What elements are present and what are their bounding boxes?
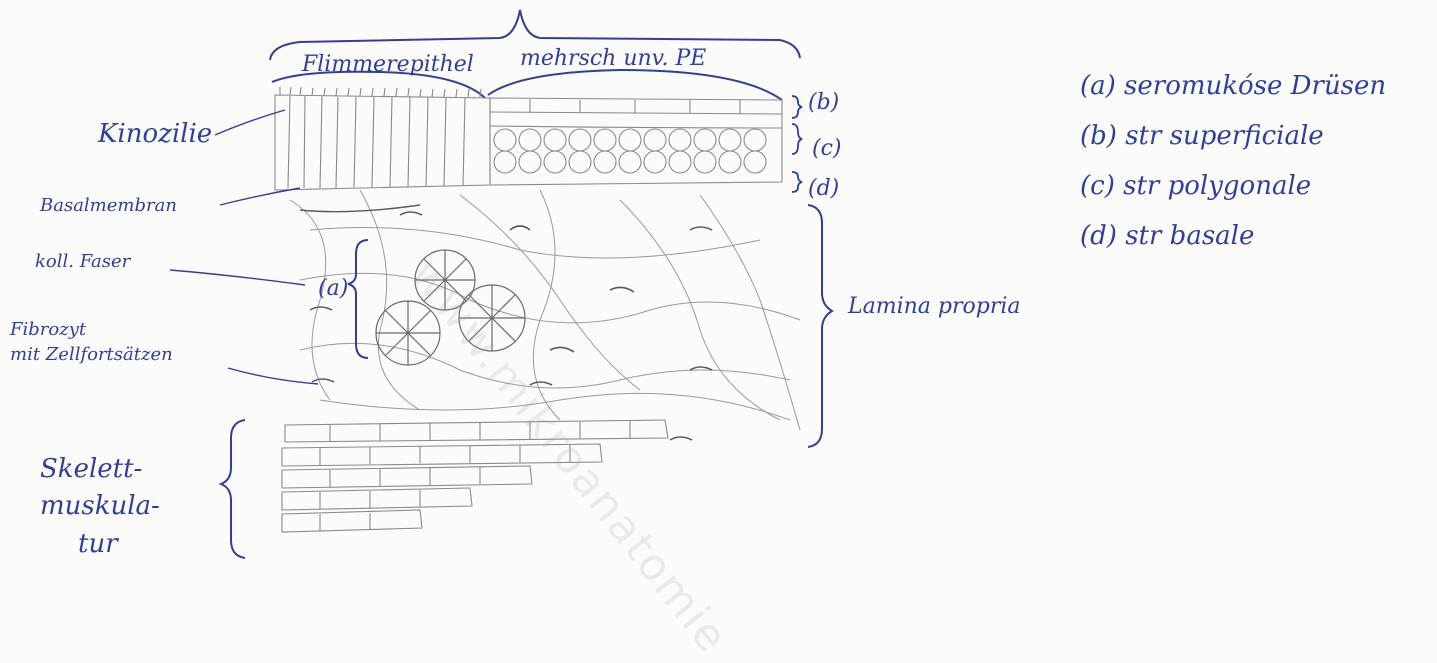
legend-item-d: (d) str basale	[1080, 222, 1254, 252]
label-koll-faser: koll. Faser	[35, 252, 130, 273]
legend-item-c: (c) str polygonale	[1080, 172, 1311, 202]
gland-brace	[348, 240, 368, 358]
marker-c: (c)	[812, 136, 842, 161]
muscle-brace	[221, 420, 245, 558]
legend-item-b: (b) str superficiale	[1080, 122, 1324, 152]
label-flimmerepithel: Flimmerepithel	[302, 52, 474, 77]
leader-lines	[170, 110, 318, 384]
marker-a: (a)	[318, 276, 348, 301]
label-skelett-line1: Skelett-	[40, 455, 142, 485]
marker-b: (b)	[808, 90, 839, 115]
label-basalmembran: Basalmembran	[40, 196, 177, 217]
ciliated-epithelium	[275, 87, 490, 190]
pe-underline	[488, 70, 782, 100]
label-fibrozyt-line2: mit Zellfortsätzen	[10, 345, 173, 366]
label-skelett-line3: tur	[78, 530, 118, 560]
brace-c	[792, 124, 802, 154]
label-kinozilie: Kinozilie	[98, 120, 212, 150]
label-fibrozyt-line1: Fibrozyt	[10, 320, 86, 341]
lamina-brace	[808, 205, 832, 447]
stratified-epithelium	[490, 98, 782, 185]
label-lamina-propria: Lamina propria	[848, 294, 1021, 319]
legend-item-a: (a) seromukóse Drüsen	[1080, 72, 1386, 102]
brace-d	[792, 172, 802, 192]
label-mehrsch-unv-pe: mehrsch unv. PE	[520, 46, 706, 71]
marker-d: (d)	[808, 176, 839, 201]
label-skelett-line2: muskula-	[40, 492, 160, 522]
brace-b	[792, 96, 802, 118]
